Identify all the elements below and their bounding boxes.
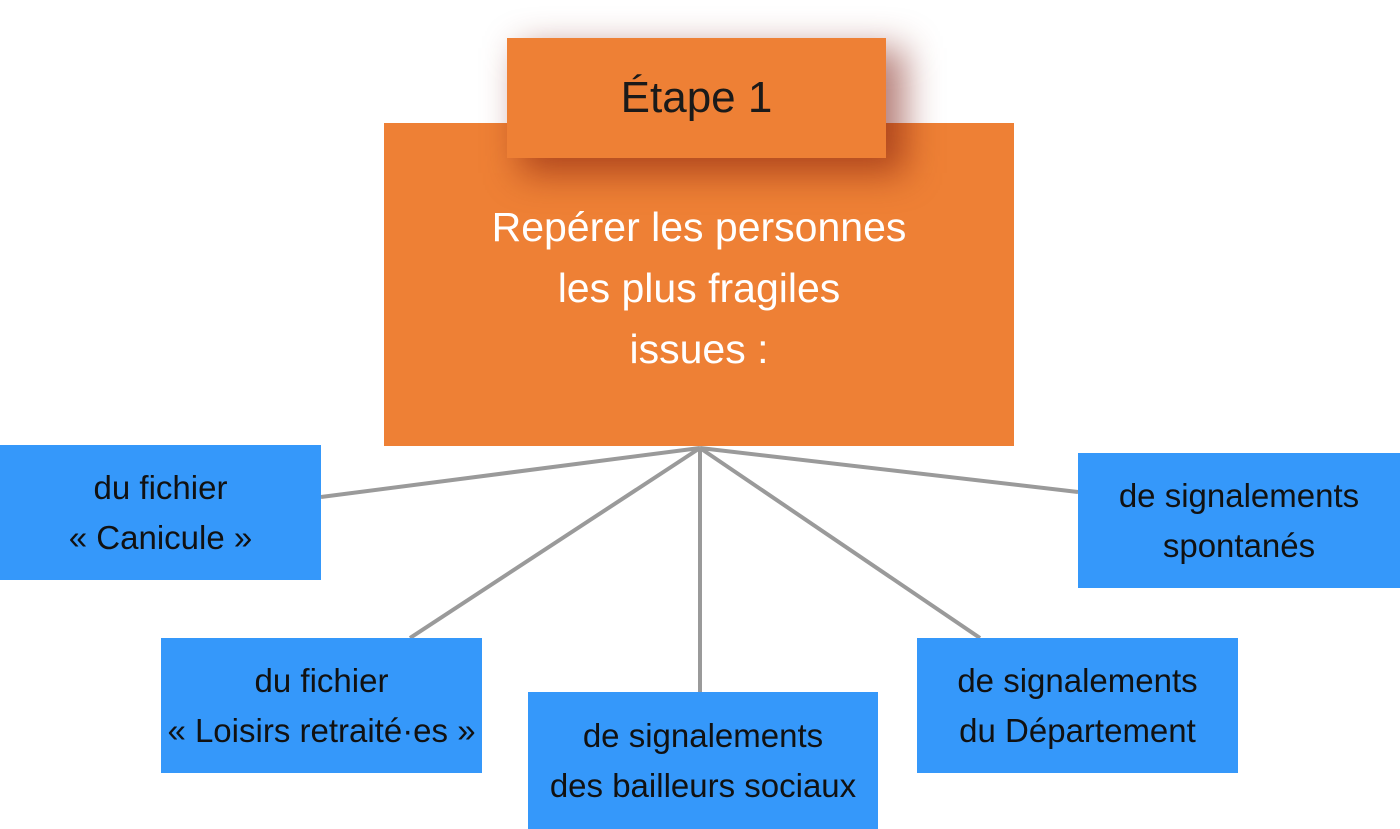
main-text: Repérer les personnes les plus fragiles … — [491, 204, 907, 372]
connector-loisirs — [408, 446, 702, 640]
source-box-departement: de signalements du Département — [917, 638, 1238, 773]
source-box-bailleurs: de signalements des bailleurs sociaux — [528, 692, 878, 829]
step-box: Étape 1 — [507, 38, 886, 158]
source-box-loisirs: du fichier « Loisirs retraité·es » — [161, 638, 482, 773]
main-box: Repérer les personnes les plus fragiles … — [384, 123, 1014, 446]
source-box-spontanes: de signalements spontanés — [1078, 453, 1400, 588]
connector-departement — [698, 446, 982, 640]
step-label: Étape 1 — [620, 73, 773, 122]
connector-spontanes — [699, 446, 1079, 494]
connector-canicule — [320, 446, 701, 499]
source-box-canicule: du fichier « Canicule » — [0, 445, 321, 580]
